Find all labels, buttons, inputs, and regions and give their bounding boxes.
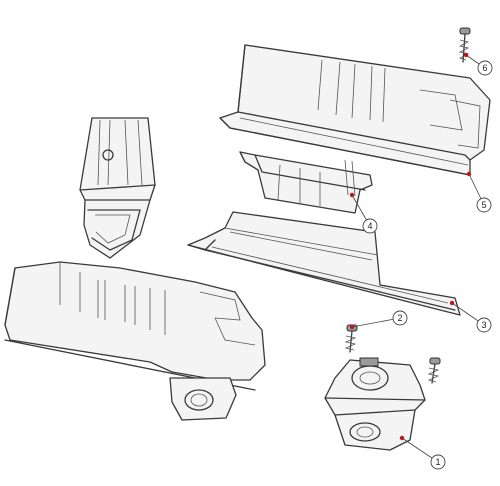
callout-dot xyxy=(349,324,355,330)
lower-cover-strip-part xyxy=(187,211,461,316)
callout-circle xyxy=(477,60,493,76)
screw-part-6 xyxy=(458,27,471,63)
callout-number: 6 xyxy=(482,63,487,73)
screw-loose xyxy=(427,357,441,384)
callout-4: 4 xyxy=(349,192,378,234)
large-base-housing xyxy=(4,261,266,421)
callout-circle xyxy=(362,218,378,234)
upper-housing-part xyxy=(219,44,491,176)
callout-dot xyxy=(399,435,405,441)
callout-circle xyxy=(476,317,492,333)
callout-group: 1 2 3 4 5 6 xyxy=(349,52,493,470)
callout-dot xyxy=(463,52,469,58)
callout-6: 6 xyxy=(463,52,493,76)
callout-dot xyxy=(349,192,355,198)
callout-leader-line xyxy=(351,317,401,328)
camera-module-angled xyxy=(79,117,156,259)
callout-number: 1 xyxy=(435,457,440,467)
latch-bracket-part xyxy=(239,151,373,214)
callout-dot xyxy=(449,300,455,306)
callout-number: 5 xyxy=(481,200,486,210)
callout-2: 2 xyxy=(349,310,408,330)
callout-dot xyxy=(466,171,472,177)
callout-number: 2 xyxy=(397,313,402,323)
callout-circle xyxy=(476,197,492,213)
callout-circle xyxy=(430,454,446,470)
camera-housing-part xyxy=(324,357,426,451)
callout-5: 5 xyxy=(466,171,492,213)
callout-circle xyxy=(392,310,408,326)
callout-number: 4 xyxy=(367,221,372,231)
callout-1: 1 xyxy=(399,435,446,470)
callout-3: 3 xyxy=(449,300,492,333)
callout-number: 3 xyxy=(481,320,486,330)
